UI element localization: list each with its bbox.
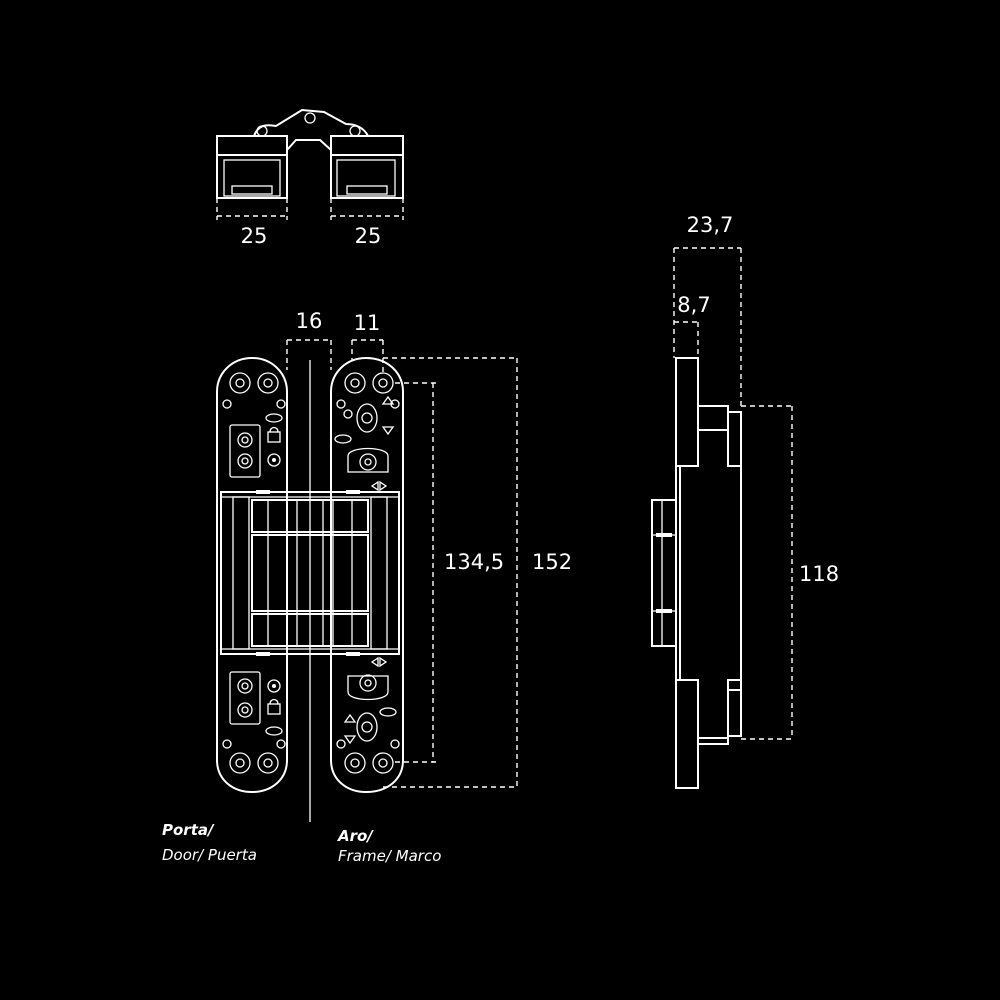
dim-total-height: 152 — [532, 550, 572, 574]
dim-inner-height: 134,5 — [444, 550, 504, 574]
frame-adjuster-top — [334, 395, 395, 492]
dim-side-height: 118 — [799, 562, 839, 586]
side-view: 23,7 8,7 118 — [651, 213, 839, 789]
dim-side-depth: 23,7 — [687, 213, 734, 237]
frame-plate — [330, 356, 404, 794]
frame-adjuster-bottom — [343, 656, 397, 745]
door-screw-holes-bottom — [222, 739, 286, 774]
dim-top-right: 25 — [355, 224, 382, 248]
frame-label-title: Aro/ — [337, 827, 374, 845]
dim-top-left: 25 — [241, 224, 268, 248]
door-adjuster-bottom — [229, 671, 283, 736]
dim-frame-offset: 11 — [354, 311, 381, 335]
side-bottom-flange — [675, 679, 699, 789]
dim-side-flange: 8,7 — [677, 293, 710, 317]
top-view-left-block — [216, 135, 288, 199]
dim-door-offset: 16 — [296, 309, 323, 333]
frame-screw-holes-top — [336, 372, 400, 409]
top-view: 25 25 — [216, 108, 404, 248]
side-top-flange — [675, 357, 699, 467]
top-view-right-block — [330, 135, 404, 199]
door-screw-holes-top — [222, 372, 286, 409]
door-adjuster-top — [229, 413, 283, 478]
knuckle-body — [220, 491, 400, 655]
side-body — [698, 429, 742, 739]
door-label-sub: Door/ Puerta — [162, 846, 257, 864]
front-view: 16 11 152 134,5 Porta/ Door/ Puerta Aro/… — [162, 309, 572, 865]
door-plate — [216, 356, 288, 794]
frame-label-sub: Frame/ Marco — [338, 847, 441, 865]
door-label-title: Porta/ — [162, 821, 215, 839]
side-knuckle — [651, 499, 677, 647]
top-view-arm — [253, 108, 369, 137]
frame-screw-holes-bottom — [336, 739, 400, 774]
hinge-knuckle — [220, 490, 400, 656]
